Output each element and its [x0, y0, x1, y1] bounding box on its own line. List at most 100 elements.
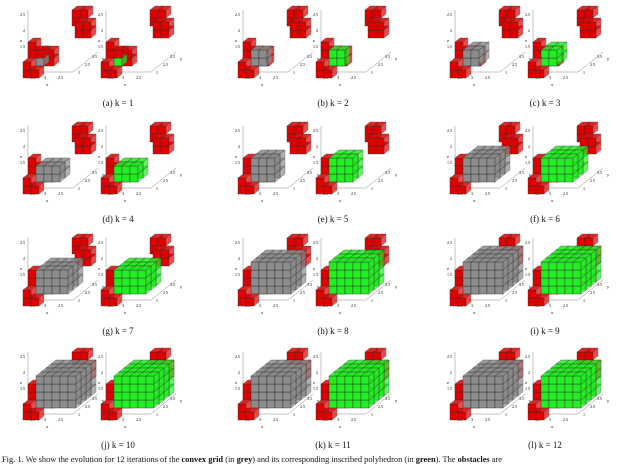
- z-axis-label: z: [235, 266, 237, 271]
- x-tick-label: 3: [259, 75, 261, 80]
- obstacle-cube-front: [454, 41, 464, 51]
- obstacle-cube-side: [380, 121, 387, 135]
- z-tick-label: 2: [238, 28, 240, 33]
- y-tick-label: 1: [156, 186, 158, 191]
- polyhedron-cube-front: [121, 375, 131, 385]
- y-tick-label: 2.5: [512, 404, 517, 409]
- subfigure-panel: 2.521.513.532.512.53.5zxy2.521.513.532.5…: [445, 118, 640, 230]
- obstacle-cube-side: [108, 173, 115, 187]
- obstacle-cube-front: [22, 61, 32, 71]
- obstacle-cube-front: [74, 145, 84, 155]
- polyhedron-cube-front: [328, 277, 338, 287]
- subfigure-caption: (c) k = 3: [529, 98, 561, 108]
- obstacle-cube-side: [53, 45, 60, 59]
- grid-cube-front: [266, 165, 276, 175]
- obstacle-cube-front: [364, 351, 374, 361]
- y-axis-label: y: [395, 284, 398, 289]
- x-tick-label: 3: [44, 417, 46, 422]
- z-axis-label: z: [313, 380, 315, 385]
- grid-cube-front: [282, 391, 292, 401]
- obstacle-cube-front: [323, 185, 333, 195]
- subfigure-caption: (i) k = 9: [530, 326, 560, 336]
- polyhedron-cube-front: [572, 261, 582, 271]
- y-axis-label: y: [317, 172, 320, 177]
- obstacle-cube-front: [449, 411, 459, 421]
- polyhedron-cube-front: [360, 399, 370, 409]
- grid-cube-front: [494, 269, 504, 279]
- grid-cube-front: [35, 269, 45, 279]
- y-axis-label: y: [180, 172, 183, 177]
- obstacle-cube-front: [149, 125, 159, 135]
- obstacle-cube-front: [367, 137, 377, 147]
- grid-cube-front: [462, 399, 472, 409]
- obstacle-cube-side: [535, 285, 542, 299]
- obstacle-cube-front: [105, 277, 115, 287]
- polyhedron-cube-front: [352, 269, 362, 279]
- grid-cube-front: [258, 277, 268, 287]
- obstacle-cube-front: [35, 49, 45, 59]
- polyhedron-cube-front: [548, 399, 558, 409]
- obstacle-cube-front: [509, 145, 519, 155]
- obstacle-cube-front: [372, 9, 382, 19]
- polyhedron-cube-front: [360, 375, 370, 385]
- z-tick-label: 2.5: [313, 12, 318, 17]
- y-tick-label: 2.5: [512, 62, 517, 67]
- y-tick-label: 3.5: [92, 170, 97, 175]
- obstacle-cube-front: [82, 257, 92, 267]
- y-tick-label: 2.5: [300, 290, 305, 295]
- obstacle-cube-side: [253, 407, 260, 421]
- polyhedron-cube-front: [121, 399, 131, 409]
- x-axis-label: x: [473, 82, 476, 87]
- grid-cube-front: [470, 165, 480, 175]
- z-axis-label: z: [313, 154, 315, 159]
- subfigure-caption: (g) k = 7: [102, 326, 134, 336]
- obstacle-cube-side: [253, 65, 260, 79]
- obstacle-cube-front: [100, 289, 110, 299]
- obstacle-cube-front: [509, 29, 519, 39]
- x-tick-label: 2.5: [351, 417, 356, 422]
- polyhedron-cube-front: [344, 173, 354, 183]
- obstacle-cube-front: [237, 69, 247, 79]
- obstacle-cube-front: [579, 137, 589, 147]
- obstacle-cube-front: [364, 237, 374, 247]
- obstacle-cube-front: [576, 237, 586, 247]
- grid-cube-front: [470, 375, 480, 385]
- grid-cube-front: [59, 399, 69, 409]
- obstacle-cube-side: [457, 285, 464, 299]
- polyhedron-cube-front: [344, 261, 354, 271]
- polyhedron-cube-front: [556, 391, 566, 401]
- z-tick-label: 2.5: [20, 240, 25, 245]
- obstacle-cube-side: [87, 5, 94, 19]
- y-tick-label: 2.5: [378, 178, 383, 183]
- obstacle-cube-side: [380, 347, 387, 361]
- grid-cube-front: [250, 277, 260, 287]
- y-axis: [150, 167, 177, 189]
- grid-cube-front: [478, 269, 488, 279]
- polyhedron-cube-front: [113, 57, 123, 67]
- obstacle-cube-front: [22, 69, 32, 79]
- obstacle-cube-front: [315, 289, 325, 299]
- z-tick-label: 2.5: [235, 354, 240, 359]
- obstacle-cube-side: [517, 133, 524, 147]
- grid-cube-front: [478, 383, 488, 393]
- polyhedron-cube-front: [352, 391, 362, 401]
- grid-cube-front: [266, 285, 276, 295]
- obstacle-cube-side: [108, 399, 115, 413]
- z-tick-label: 2.5: [98, 128, 103, 133]
- y-axis: [150, 51, 177, 73]
- y-tick-label: 1: [293, 70, 295, 75]
- z-tick-label: 2: [101, 28, 103, 33]
- obstacle-cube-side: [30, 173, 37, 187]
- obstacle-cube-side: [331, 65, 338, 79]
- obstacle-cube-front: [108, 297, 118, 307]
- obstacle-cube-side: [30, 57, 37, 71]
- obstacle-cube-side: [90, 17, 97, 31]
- subfigure-panel: 2.521.513.532.512.53.5zxy2.521.513.532.5…: [233, 2, 433, 114]
- grid-cube-front: [258, 261, 268, 271]
- polyhedron-cube-front: [121, 173, 131, 183]
- grid-cube-front: [266, 391, 276, 401]
- obstacle-cube-front: [27, 383, 37, 393]
- z-tick-label: 2: [101, 256, 103, 261]
